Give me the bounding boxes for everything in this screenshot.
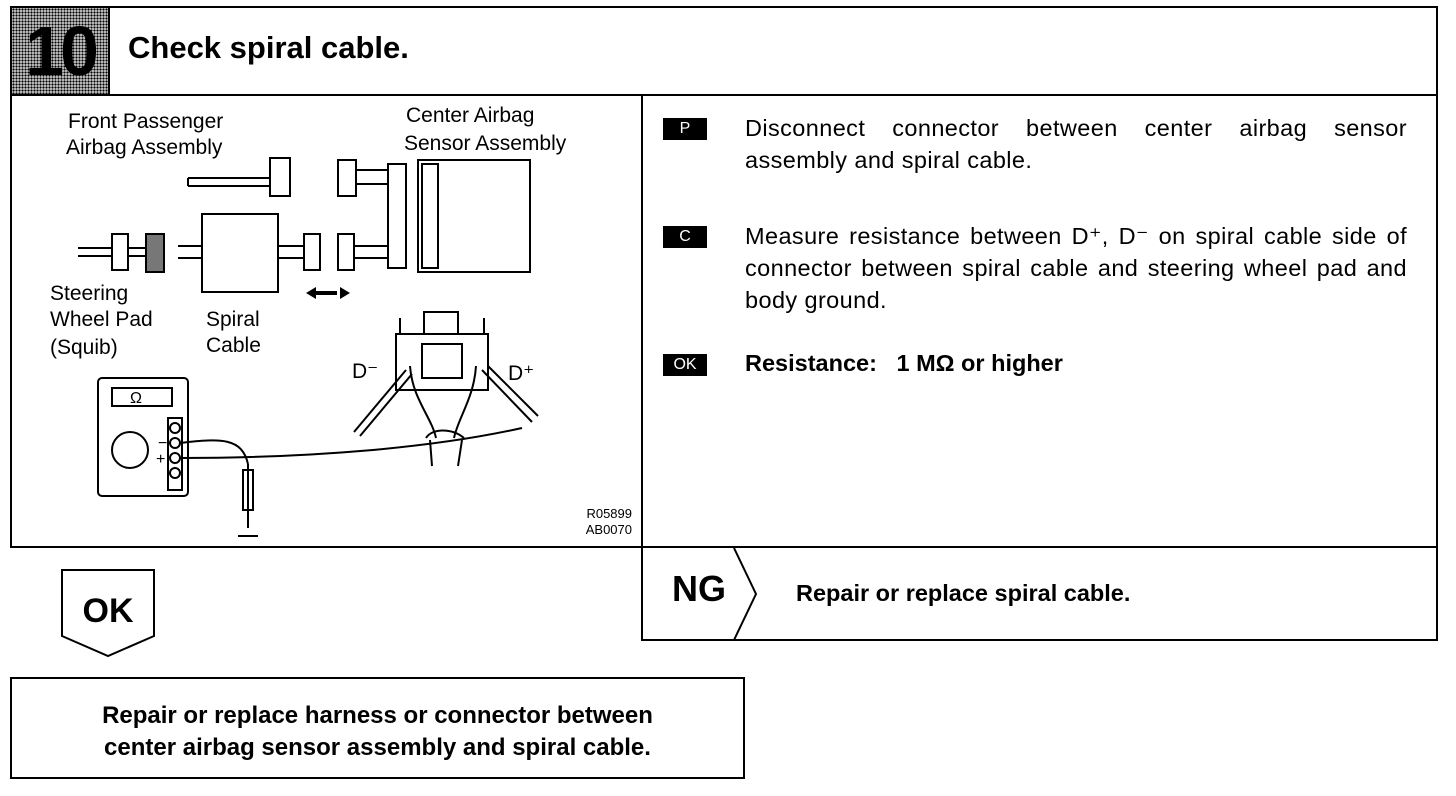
d-plus-probe — [481, 369, 533, 423]
label-spiral-1: Spiral — [206, 308, 260, 331]
label-spiral-2: Cable — [206, 334, 261, 357]
d-minus-probe — [353, 369, 407, 433]
procedure-text: Disconnect connector between center airb… — [745, 115, 1407, 173]
final-action-text: Repair or replace harness or connector b… — [12, 700, 743, 764]
sensor-harness-block — [387, 163, 407, 269]
content-box — [10, 96, 1438, 548]
multimeter-dial — [111, 431, 149, 469]
spiral-cable-body — [201, 213, 279, 293]
negative-lead — [179, 439, 249, 465]
label-steering-2: Wheel Pad — [50, 308, 153, 331]
ok-label: OK — [82, 592, 134, 630]
ng-action: Repair or replace spiral cable. — [796, 580, 1131, 606]
squib-connector — [111, 233, 129, 271]
ohm-icon: Ω — [130, 390, 142, 407]
sensor-lower-connector — [337, 233, 355, 271]
figure-code-2: AB0070 — [586, 522, 632, 537]
label-steering-3: (Squib) — [50, 336, 118, 359]
disconnect-arrow-icon — [306, 287, 350, 299]
steering-pad-hatch — [145, 233, 165, 273]
multimeter — [97, 377, 189, 497]
ng-label: NG — [672, 568, 726, 609]
final-action-box — [10, 677, 745, 779]
spiral-cable-connector — [303, 233, 321, 271]
positive-lead — [179, 427, 523, 459]
label-front-passenger-2: Airbag Assembly — [66, 136, 223, 159]
front-passenger-connector — [269, 157, 291, 197]
final-action-line-1: Repair or replace harness or connector b… — [102, 702, 653, 729]
ng-chevron-icon — [733, 548, 758, 640]
sensor-upper-connector — [337, 159, 357, 197]
step-title: Check spiral cable. — [128, 30, 409, 65]
label-d-plus: D⁺ — [508, 362, 534, 385]
ok-badge: OK — [663, 354, 707, 376]
check-badge: C — [663, 226, 707, 248]
label-center-airbag-1: Center Airbag — [406, 104, 534, 127]
step-header — [10, 6, 1438, 96]
label-d-minus: D⁻ — [352, 360, 378, 383]
label-minus: − — [158, 435, 167, 452]
multimeter-display — [111, 387, 173, 407]
wiring-diagram: Front Passenger Airbag Assembly Center A… — [50, 104, 632, 537]
final-action-line-2: center airbag sensor assembly and spiral… — [104, 734, 651, 761]
resistance-spec: Resistance: 1 MΩ or higher — [745, 350, 1063, 376]
label-center-airbag-2: Sensor Assembly — [404, 132, 567, 155]
label-steering-1: Steering — [50, 282, 128, 305]
procedure-badge: P — [663, 118, 707, 140]
check-text: Measure resistance between D⁺, D⁻ on spi… — [745, 223, 1407, 313]
center-airbag-sensor — [417, 159, 531, 273]
ng-box — [641, 546, 1438, 641]
column-divider — [641, 96, 643, 641]
ok-arrow-icon — [61, 569, 155, 658]
step-number: 10 — [12, 8, 110, 94]
label-front-passenger-1: Front Passenger — [68, 110, 223, 133]
label-plus: + — [156, 451, 165, 468]
figure-code-1: R05899 — [586, 506, 632, 521]
ground-probe — [242, 469, 254, 511]
